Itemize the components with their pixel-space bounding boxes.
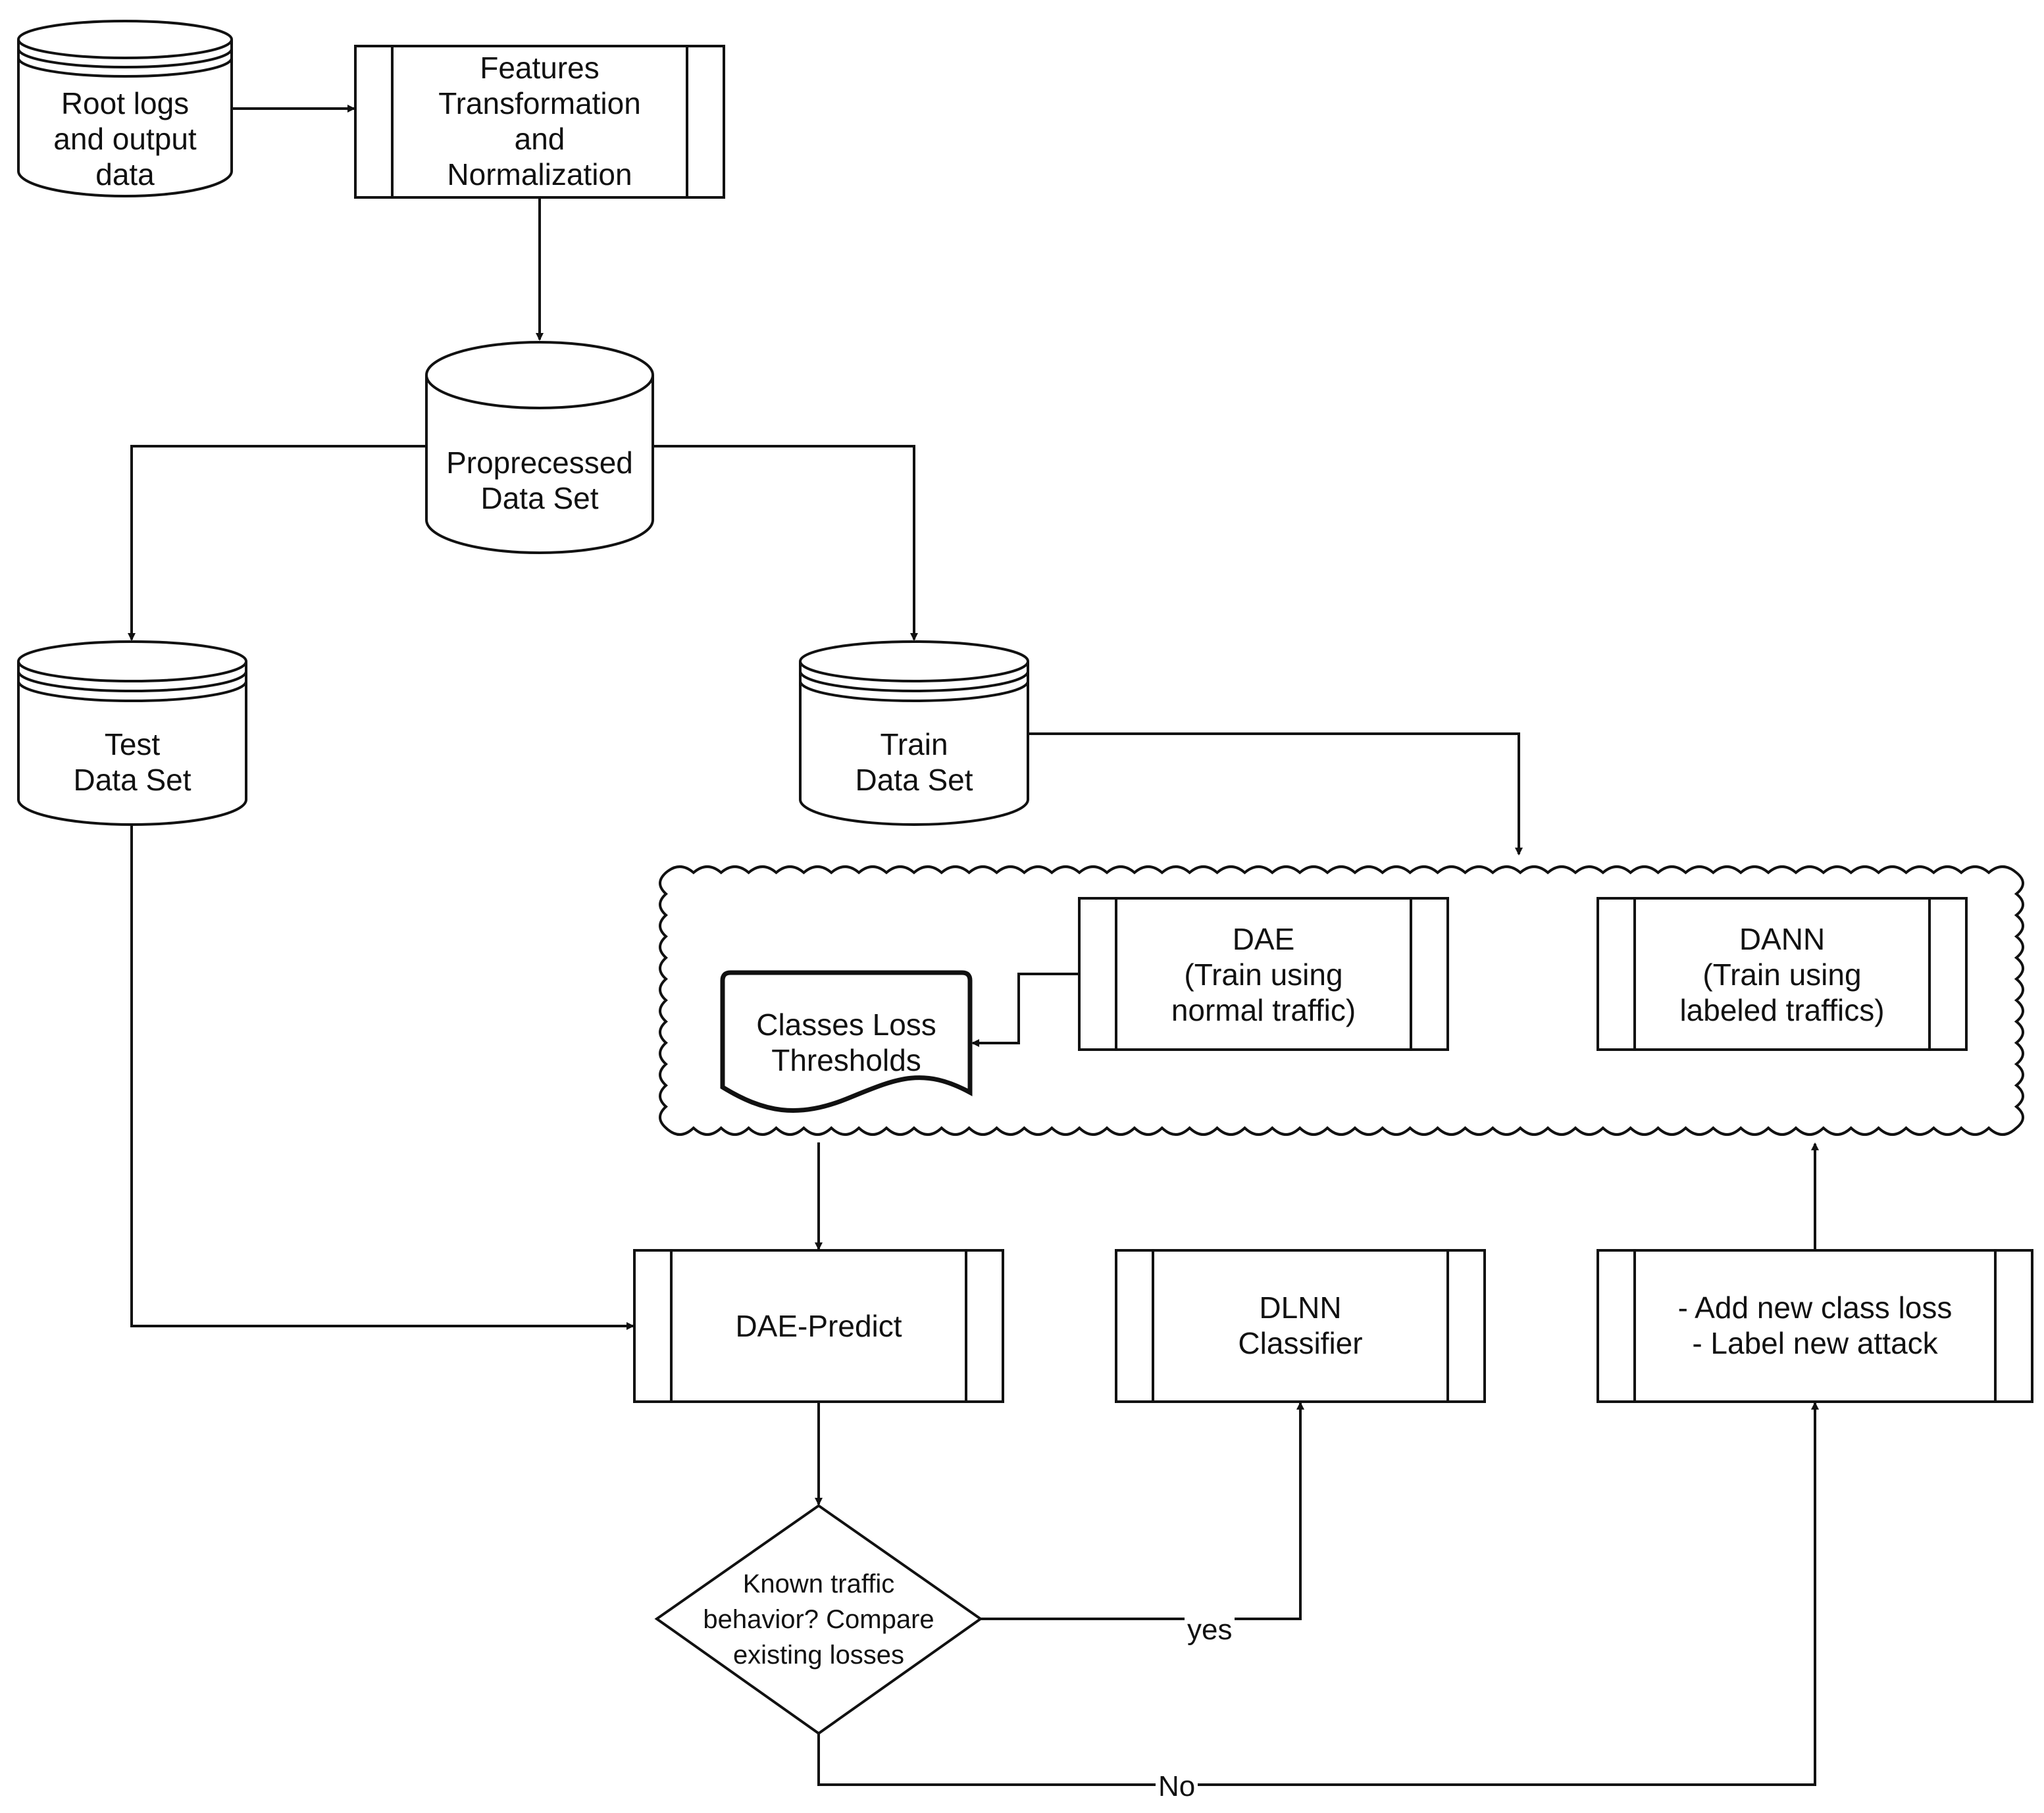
dae-train-label: DAE (Train using normal traffic) [1171, 922, 1356, 1027]
decision-label: Known traffic behavior? Compare existing… [703, 1570, 934, 1670]
edge-preprocessed-to-test [128, 445, 426, 641]
preprocessed-data-set-label: Proprecessed Data Set [446, 446, 633, 515]
edge-dae-to-thresholds [971, 973, 1079, 1047]
edges [128, 105, 1819, 1786]
no-edge-label: No [1156, 1770, 1198, 1803]
add-new-class-box [1597, 1249, 2033, 1403]
edge-decision-no-to-add-class [817, 1402, 1819, 1786]
dae-predict-box [633, 1249, 1004, 1403]
features-transformation-box [354, 45, 725, 199]
features-transformation-label: Features Transformation and Normalizatio… [438, 51, 641, 192]
preprocessed-data-set-cylinder [425, 341, 654, 554]
train-data-set-cylinder [799, 640, 1029, 826]
edge-test-to-dae-predict [130, 826, 634, 1330]
classes-loss-thresholds-document [720, 970, 973, 1113]
root-logs-cylinder [17, 20, 233, 197]
train-data-set-label: Train Data Set [855, 727, 973, 797]
test-data-set-label: Test Data Set [73, 727, 192, 797]
test-data-set-cylinder [17, 640, 247, 826]
dann-train-box [1597, 897, 1968, 1051]
classes-loss-thresholds-label: Classes Loss Thresholds [756, 1008, 936, 1077]
add-new-class-label: - Add new class loss - Label new attack [1677, 1290, 1953, 1360]
edge-preprocessed-to-train [653, 445, 918, 641]
dann-train-label: DANN (Train using labeled traffics) [1679, 922, 1885, 1027]
edge-train-to-cloud [1028, 732, 1523, 855]
root-logs-label: Root logs and output data [53, 86, 197, 192]
yes-edge-label: yes [1185, 1614, 1235, 1647]
dlnn-classifier-box [1115, 1249, 1486, 1403]
edge-decision-yes-to-dlnn [981, 1402, 1304, 1620]
dlnn-classifier-label: DLNN Classifier [1238, 1290, 1363, 1360]
dae-predict-label: DAE-Predict [735, 1309, 902, 1343]
